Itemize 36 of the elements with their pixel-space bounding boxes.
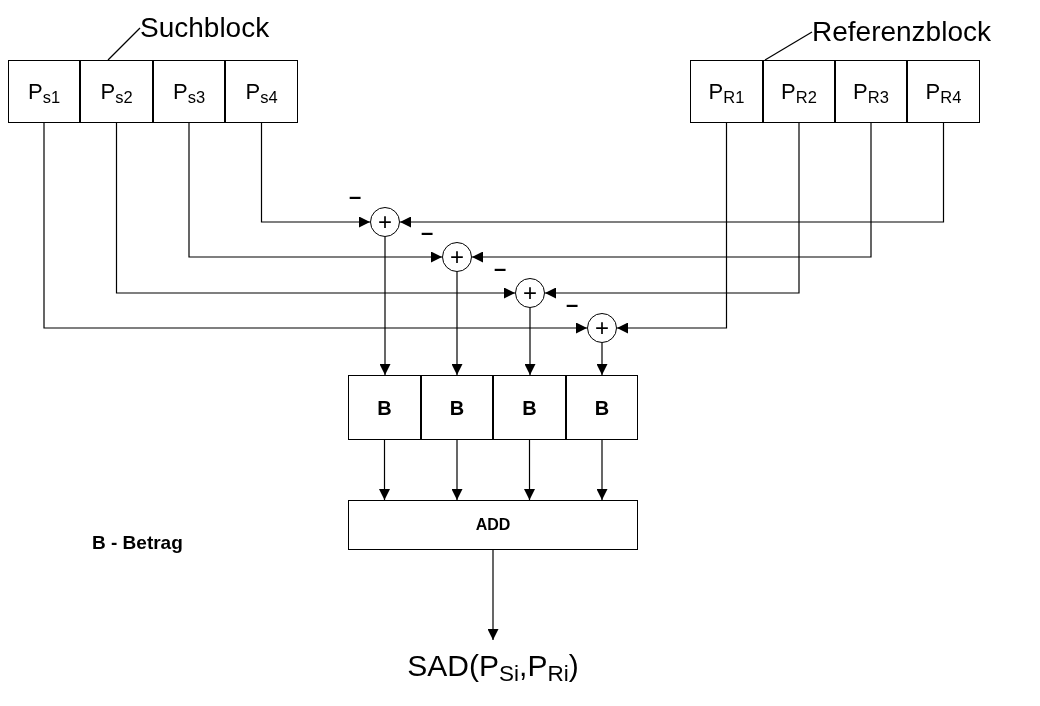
- arrow: [451, 439, 463, 501]
- arrow: [379, 439, 390, 501]
- block-title: Referenzblock: [812, 12, 1038, 52]
- arrow: [379, 236, 391, 376]
- pixel-cell: P$_{s3}$: [153, 60, 225, 123]
- minus-sign: –: [494, 258, 507, 280]
- arrow: [471, 122, 872, 263]
- pixel-cell: P$_{R3}$: [835, 60, 907, 123]
- arrow: [43, 122, 588, 334]
- absolute-value-cell: B: [493, 375, 566, 440]
- arrow: [451, 271, 463, 376]
- pixel-cell: P$_{s2}$: [80, 60, 153, 123]
- result-text: SAD(P$_{Si}$,P$_{Ri}$): [383, 640, 603, 690]
- absolute-value-cell: B: [348, 375, 421, 440]
- arrow: [616, 122, 728, 334]
- adder-box: ADD: [348, 500, 638, 550]
- minus-sign: –: [349, 186, 362, 208]
- arrow: [596, 342, 608, 376]
- block-title: Suchblock: [140, 8, 300, 48]
- arrow: [260, 122, 371, 228]
- arrow: [487, 549, 499, 641]
- absolute-value-cell: B: [566, 375, 638, 440]
- arrow: [524, 307, 536, 376]
- arrow: [115, 122, 516, 299]
- arrow: [544, 122, 800, 299]
- minus-sign: –: [421, 222, 434, 244]
- arrow: [596, 439, 608, 501]
- leader-line: [107, 27, 141, 61]
- arrow: [188, 122, 443, 263]
- pixel-cell: P$_{R2}$: [763, 60, 835, 123]
- absolute-value-cell: B: [421, 375, 493, 440]
- arrow: [399, 122, 945, 228]
- legend-note: B - Betrag: [92, 533, 183, 552]
- minus-sign: –: [566, 294, 579, 316]
- leader-line: [764, 31, 813, 61]
- arrow: [524, 439, 535, 501]
